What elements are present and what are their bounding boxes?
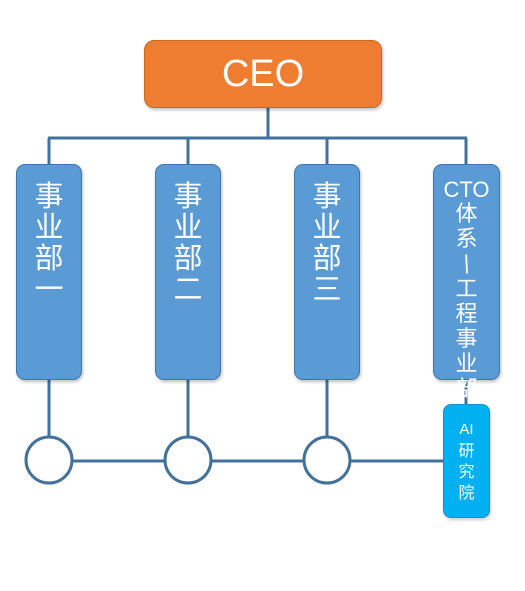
- label-char: /: [458, 251, 475, 278]
- department-box-3: 事业部三: [294, 164, 360, 380]
- label-char: 部: [34, 241, 64, 275]
- label-char: 程: [455, 302, 478, 327]
- ceo-box: CEO: [144, 40, 382, 108]
- label-char: 三: [312, 272, 342, 306]
- label-char: CTO: [443, 177, 490, 202]
- label-char: 二: [173, 272, 203, 306]
- label-char: 工: [455, 277, 478, 302]
- label-char: 部: [312, 241, 342, 275]
- label-char: 业: [34, 210, 64, 244]
- ai-lab-box: AI 研究院: [443, 404, 490, 518]
- label-char: 业: [173, 210, 203, 244]
- label-char: 业: [455, 352, 478, 377]
- department-box-1: 事业部一: [16, 164, 82, 380]
- label-char: 事: [34, 179, 64, 213]
- node-circle-2: [163, 435, 213, 485]
- label-char: 部: [173, 241, 203, 275]
- department-box-2: 事业部二: [155, 164, 221, 380]
- label-char: 事: [455, 327, 478, 352]
- label-char: 事: [312, 179, 342, 213]
- label-char: 院: [458, 483, 475, 502]
- node-circle-1: [24, 435, 74, 485]
- label-char: 事: [173, 179, 203, 213]
- label-char: 系: [455, 227, 478, 252]
- label-char: 业: [312, 210, 342, 244]
- label-char: 体: [455, 202, 478, 227]
- node-circle-3: [302, 435, 352, 485]
- ceo-label: CEO: [221, 52, 305, 95]
- label-char: 究: [458, 462, 475, 481]
- label-char: AI: [459, 421, 474, 438]
- label-char: 部: [455, 377, 478, 402]
- label-char: 研: [458, 441, 475, 460]
- label-char: 一: [34, 272, 64, 306]
